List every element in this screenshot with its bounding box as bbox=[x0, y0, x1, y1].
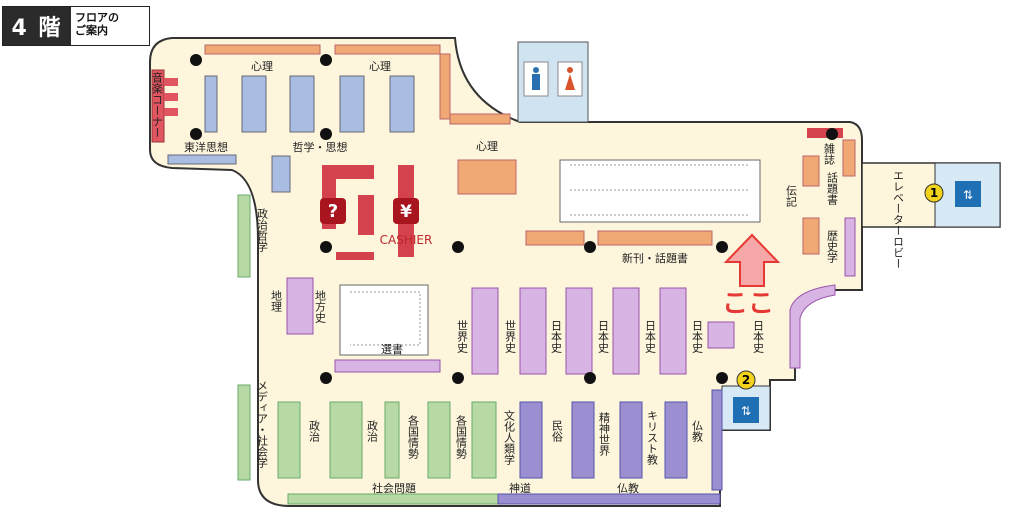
you-are-here-label: ここ bbox=[722, 289, 774, 319]
label-toyo-shiso: 東洋思想 bbox=[184, 140, 228, 154]
label-denki: 伝記 bbox=[785, 185, 798, 208]
floor-header: 4 階 フロアの ご案内 bbox=[2, 6, 150, 46]
question-icon: ? bbox=[328, 201, 338, 222]
svg-text:⇅: ⇅ bbox=[963, 188, 973, 202]
elevator-icon bbox=[955, 181, 981, 207]
floor-header-subtitle: フロアの ご案内 bbox=[75, 11, 119, 37]
label-nihonshi: 日本史 bbox=[550, 320, 563, 354]
you-are-here-arrow bbox=[723, 233, 781, 287]
label-bukkyo: 仏教 bbox=[617, 482, 639, 495]
label-nihonshi: 日本史 bbox=[644, 320, 657, 354]
label-nihonshi: 日本史 bbox=[597, 320, 610, 354]
label-kakkoku: 各国情勢 bbox=[455, 414, 468, 460]
label-kirisuto: キリスト教 bbox=[646, 410, 659, 466]
label-zasshi: 雑誌 bbox=[823, 142, 836, 165]
label-chiri: 地理 bbox=[270, 290, 283, 312]
cashier-sign bbox=[393, 198, 419, 224]
floor-number: 4 階 bbox=[3, 7, 71, 45]
label-rekishigaku: 歴史学 bbox=[826, 230, 839, 263]
cashier-label: CASHIER bbox=[380, 233, 433, 247]
label-shinkan: 新刊・話題書 bbox=[622, 251, 688, 265]
label-bunka: 文化人類学 bbox=[503, 409, 516, 465]
label-sensho: 選書 bbox=[381, 342, 403, 356]
label-chihoshi: 地方史 bbox=[314, 290, 327, 324]
label-seiji: 政治 bbox=[366, 419, 379, 443]
svg-text:⇅: ⇅ bbox=[741, 404, 751, 418]
label-media: メディア・社会学 bbox=[256, 380, 269, 468]
yen-icon: ¥ bbox=[400, 202, 412, 222]
label-seishin: 精神世界 bbox=[598, 412, 611, 457]
staircase bbox=[339, 284, 429, 356]
label-shinri: 心理 bbox=[251, 60, 273, 73]
label-seiji-tetsugaku: 政治哲学 bbox=[256, 207, 269, 252]
elevator-number-2: 2 bbox=[742, 373, 750, 387]
elevator-number-1: 1 bbox=[930, 186, 938, 200]
escalator bbox=[559, 159, 761, 223]
label-bukkyo: 仏教 bbox=[691, 420, 704, 443]
label-wadaisho: 話題書 bbox=[826, 171, 839, 206]
elevator-icon bbox=[733, 397, 759, 423]
label-nihonshi: 日本史 bbox=[752, 320, 765, 354]
label-seiji: 政治 bbox=[308, 419, 321, 443]
pillars bbox=[190, 54, 838, 384]
label-elevator-lobby: エレベーターロビー bbox=[892, 170, 905, 269]
label-music-corner: 音楽コーナー bbox=[151, 71, 164, 138]
label-tetsugaku: 哲学・思想 bbox=[293, 140, 348, 154]
label-shinto: 神道 bbox=[509, 481, 531, 495]
label-kakkoku: 各国情勢 bbox=[407, 414, 420, 460]
info-sign bbox=[320, 198, 346, 224]
label-minzoku: 民俗 bbox=[551, 420, 564, 443]
label-shinri: 心理 bbox=[369, 60, 391, 73]
label-sekaishi: 世界史 bbox=[456, 320, 469, 354]
label-sekaishi: 世界史 bbox=[504, 320, 517, 354]
label-shakai-mondai: 社会問題 bbox=[372, 481, 416, 495]
label-shinri: 心理 bbox=[476, 140, 498, 153]
label-nihonshi: 日本史 bbox=[691, 320, 704, 354]
